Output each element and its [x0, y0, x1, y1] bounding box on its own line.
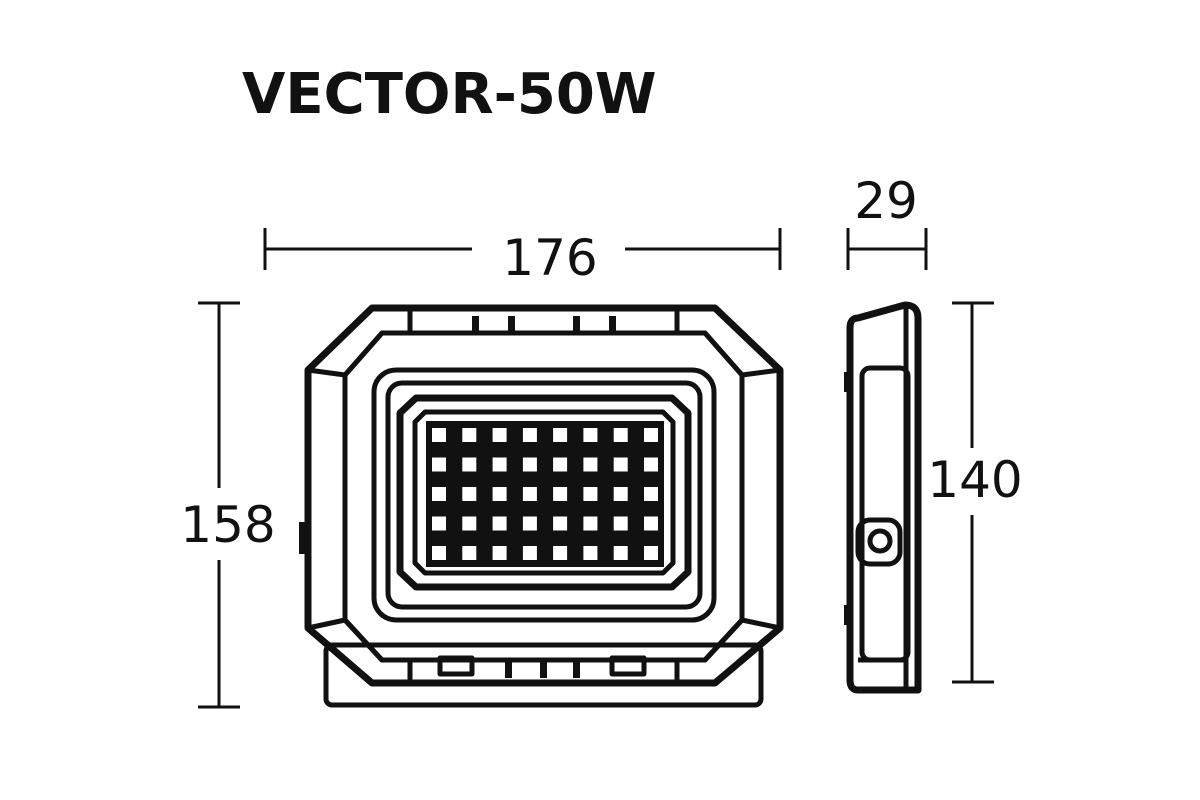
side-housing — [846, 301, 922, 694]
width-label: 176 — [502, 229, 597, 287]
bezel-outer — [371, 367, 717, 623]
led-panel — [426, 421, 664, 567]
led-chip — [432, 487, 446, 501]
led-chip — [522, 428, 537, 442]
led-chip — [644, 457, 658, 472]
led-chip — [613, 516, 628, 531]
led-chip — [644, 516, 658, 531]
led-chip — [583, 428, 598, 442]
lens-frame — [396, 394, 692, 591]
led-chip — [432, 428, 446, 442]
led-chip — [462, 428, 477, 442]
led-chip — [613, 457, 628, 472]
front-view — [299, 304, 784, 708]
led-chip — [553, 487, 568, 501]
led-chip — [522, 516, 537, 531]
led-chip — [644, 546, 658, 560]
led-chip — [583, 487, 598, 501]
led-chip — [432, 457, 446, 472]
led-chip — [522, 546, 537, 560]
led-chip — [492, 457, 507, 472]
led-chip — [583, 546, 598, 560]
led-chip — [613, 428, 628, 442]
led-chip — [492, 546, 507, 560]
led-chip — [644, 487, 658, 501]
led-chip — [583, 457, 598, 472]
led-chip — [522, 457, 537, 472]
side-tab — [299, 522, 305, 554]
led-chip — [462, 546, 477, 560]
top-tabs — [472, 316, 616, 334]
led-chip — [553, 428, 568, 442]
side-notch-top — [844, 372, 851, 392]
bottom-tabs — [437, 655, 647, 678]
led-chip — [492, 516, 507, 531]
side-view — [844, 301, 922, 694]
side-notch-bottom — [844, 605, 851, 625]
back-plate — [323, 642, 764, 708]
led-grid — [432, 428, 658, 560]
width-dimension: 176 — [263, 228, 782, 287]
led-chip — [462, 516, 477, 531]
led-chip — [432, 516, 446, 531]
led-chip — [583, 516, 598, 531]
side-height-dimension: 140 — [927, 301, 1023, 684]
depth-label: 29 — [854, 172, 918, 230]
led-chip — [553, 546, 568, 560]
side-body — [859, 365, 911, 663]
height-label: 158 — [180, 496, 275, 554]
height-dimension: 158 — [180, 301, 276, 709]
led-chip — [462, 487, 477, 501]
led-chip — [492, 428, 507, 442]
led-chip — [613, 487, 628, 501]
led-chip — [553, 457, 568, 472]
led-chip — [553, 516, 568, 531]
inner-frame — [342, 330, 745, 663]
led-chip — [432, 546, 446, 560]
mount-screw — [867, 528, 893, 554]
side-height-label: 140 — [927, 451, 1022, 509]
product-title: VECTOR-50W — [242, 62, 657, 127]
led-chip — [492, 487, 507, 501]
led-chip — [613, 546, 628, 560]
mount-bracket — [855, 517, 903, 567]
depth-dimension: 29 — [846, 172, 928, 270]
led-chip — [522, 487, 537, 501]
lens-inner — [412, 409, 676, 576]
bezel-inner — [385, 380, 703, 610]
led-chip — [644, 428, 658, 442]
led-chip — [462, 457, 477, 472]
